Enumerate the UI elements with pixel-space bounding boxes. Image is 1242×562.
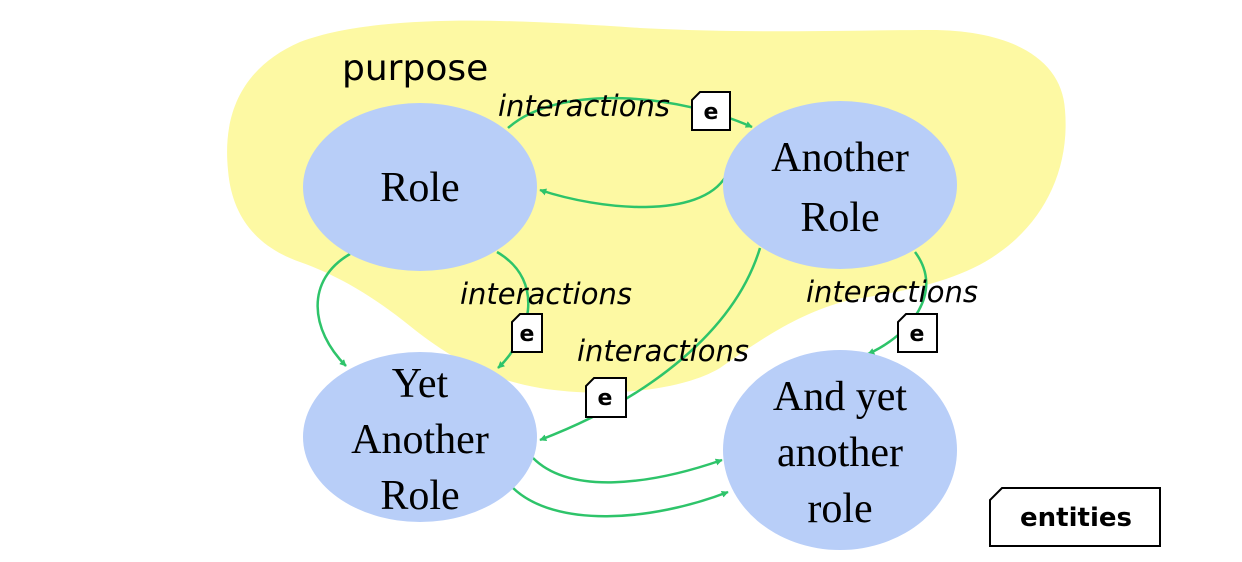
role-ellipse (723, 350, 957, 550)
purpose-label: purpose (342, 48, 488, 89)
arrow-role-to-yet-another-role (316, 252, 351, 367)
role-label-line: Role (800, 195, 879, 241)
interactions-label: interactions (806, 275, 978, 309)
role-label-line: Another (351, 417, 489, 463)
role-label-line: another (777, 430, 903, 476)
role-node-yet-another-role: Yet Another Role (303, 352, 537, 522)
role-node-another-role: Another Role (723, 101, 957, 269)
entity-marker-label: e (598, 386, 613, 411)
entity-marker: e (897, 313, 938, 353)
role-ellipse (303, 352, 537, 522)
interactions-label: interactions (577, 334, 749, 368)
entity-marker: e (691, 91, 731, 131)
entity-document-icon (989, 487, 1161, 547)
arrow-another-role-to-role (539, 175, 728, 209)
entity-marker: e (511, 313, 543, 353)
entity-document-icon (511, 313, 543, 353)
entity-document-icon (585, 377, 627, 418)
arrow-role-to-yet-another-role-2 (496, 250, 530, 369)
role-ellipse (303, 103, 537, 271)
entities-legend: entities (989, 487, 1161, 547)
interactions-label: interactions (460, 277, 632, 311)
role-node-role: Role (303, 103, 537, 271)
role-node-and-yet-another-role: And yet another role (723, 350, 957, 550)
role-label-line: role (807, 486, 872, 532)
arrow-another-role-to-and-yet-another-role (867, 251, 928, 356)
role-label: Role (380, 165, 459, 211)
role-label-line: Role (380, 473, 459, 519)
role-ellipse (723, 101, 957, 269)
role-label-line: Yet (392, 361, 449, 407)
entity-document-icon (691, 91, 731, 131)
entities-legend-label: entities (1020, 503, 1132, 533)
interactions-label: interactions (498, 89, 670, 123)
arrow-yet-another-role-to-and-yet-another-role (532, 457, 723, 484)
entity-document-icon (897, 313, 938, 353)
role-label-line: Another (771, 135, 909, 181)
entity-marker-label: e (520, 322, 535, 347)
entity-marker-label: e (704, 100, 719, 125)
entity-marker: e (585, 377, 627, 418)
role-label-line: And yet (773, 374, 907, 420)
arrow-another-role-to-yet-another-role (539, 247, 762, 442)
entity-marker-label: e (910, 322, 925, 347)
arrow-yet-another-role-to-and-yet-another-role-2 (512, 487, 729, 518)
